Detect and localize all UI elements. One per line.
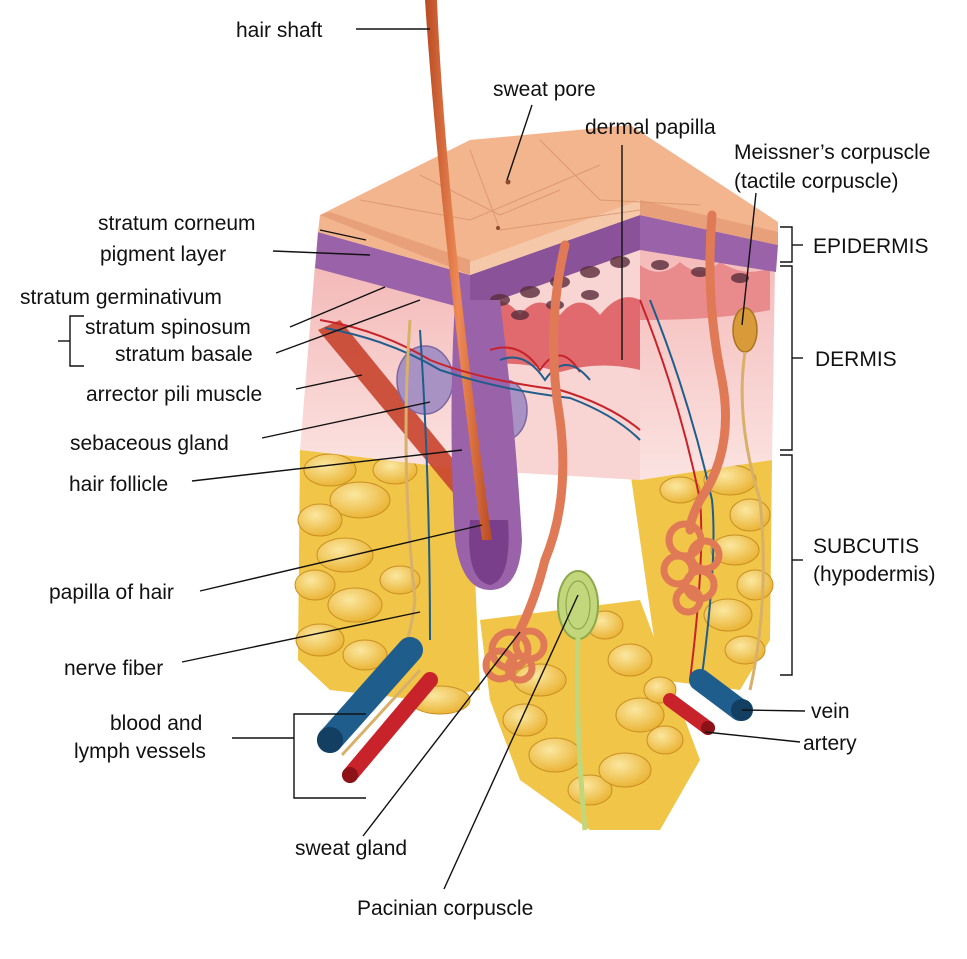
label-papilla-of-hair: papilla of hair: [49, 581, 174, 604]
label-pacinian-corpuscle: Pacinian corpuscle: [357, 897, 533, 920]
label-epidermis: EPIDERMIS: [813, 235, 929, 258]
label-stratum-spinosum: stratum spinosum: [85, 316, 251, 339]
label-hypodermis: (hypodermis): [813, 563, 936, 586]
label-sweat-pore: sweat pore: [493, 78, 596, 101]
brackets: [58, 226, 803, 799]
sweat-gland-coil: [482, 520, 723, 684]
label-hair-follicle: hair follicle: [69, 473, 168, 496]
label-nerve-fiber: nerve fiber: [64, 657, 163, 680]
label-stratum-basale: stratum basale: [115, 343, 253, 366]
label-meissner-corpuscle: Meissner’s corpuscle: [734, 141, 930, 164]
label-hair-shaft: hair shaft: [236, 19, 323, 42]
label-vein: vein: [811, 700, 850, 723]
label-lymph-vessels: lymph vessels: [74, 740, 206, 763]
label-artery: artery: [803, 732, 857, 755]
label-pigment-layer: pigment layer: [100, 243, 226, 266]
label-tactile-corpuscle: (tactile corpuscle): [734, 170, 899, 193]
sweat-duct: [515, 210, 730, 635]
hair-shaft: [425, 0, 492, 540]
arrector-pili-muscle: [318, 320, 470, 495]
label-stratum-germinativum: stratum germinativum: [20, 286, 222, 309]
major-vessels-left: [317, 637, 438, 783]
label-dermis: DERMIS: [815, 348, 897, 371]
leader-lines: [181, 28, 806, 890]
pacinian-corpuscle: [557, 570, 599, 831]
label-subcutis: SUBCUTIS: [813, 535, 919, 558]
label-dermal-papilla: dermal papilla: [585, 116, 716, 139]
subcutis-fat: [294, 450, 774, 830]
meissner-corpuscle: [732, 307, 765, 691]
label-sweat-gland: sweat gland: [295, 837, 407, 860]
skin-surface: [318, 125, 778, 275]
label-arrector-pili: arrector pili muscle: [86, 383, 262, 406]
label-stratum-corneum: stratum corneum: [98, 212, 256, 235]
label-blood-and: blood and: [110, 712, 202, 735]
label-sebaceous-gland: sebaceous gland: [70, 432, 229, 455]
labels: hair shaft sweat pore dermal papilla Mei…: [20, 19, 936, 920]
